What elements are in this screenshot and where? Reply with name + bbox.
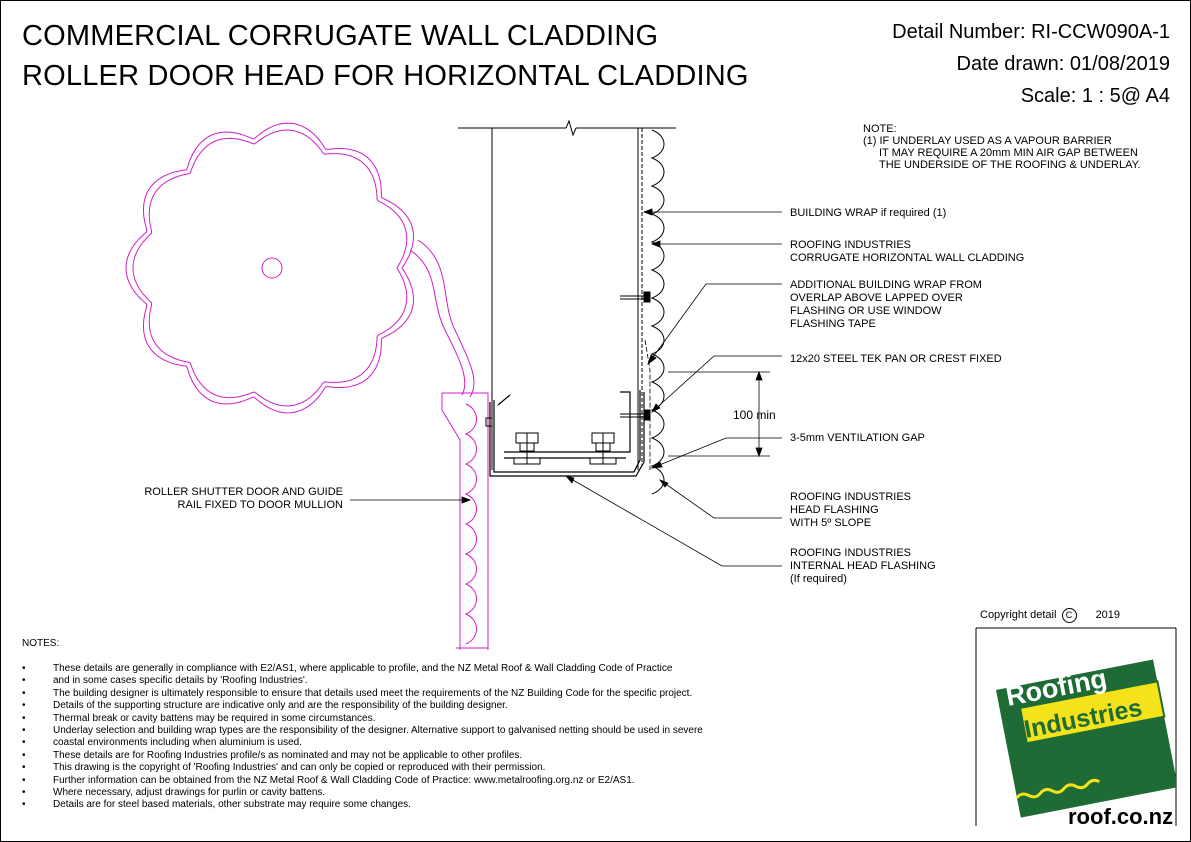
detail-number: Detail Number: RI-CCW090A-1 <box>892 21 1170 43</box>
note-heading: NOTE: <box>863 123 897 135</box>
logo-url: roof.co.nz <box>1068 804 1173 826</box>
label-add-wrap-4: FLASHING TAPE <box>790 318 876 330</box>
note-item: Details of the supporting structure are … <box>22 700 822 713</box>
bolt-left <box>513 432 541 465</box>
tek-screw-upper <box>620 291 651 303</box>
label-add-wrap-2: OVERLAP ABOVE LAPPED OVER <box>790 292 963 304</box>
note-line-1: (1) IF UNDERLAY USED AS A VAPOUR BARRIER <box>863 135 1112 147</box>
copyright-text: Copyright detail <box>980 609 1057 621</box>
date-drawn: Date drawn: 01/08/2019 <box>956 53 1171 75</box>
label-roller-door-2: RAIL FIXED TO DOOR MULLION <box>177 499 343 511</box>
copyright-symbol: C <box>1061 608 1077 623</box>
guide-rail <box>441 392 489 650</box>
label-cladding-2: CORRUGATE HORIZONTAL WALL CLADDING <box>790 252 1025 264</box>
note-item: These details are for Roofing Industries… <box>22 750 822 763</box>
note-line-3: THE UNDERSIDE OF THE ROOFING & UNDERLAY. <box>879 159 1141 171</box>
logo-wave <box>1015 778 1101 799</box>
label-internal-flashing-3: (If required) <box>790 573 847 585</box>
label-roller-door-1: ROLLER SHUTTER DOOR AND GUIDE <box>144 486 343 498</box>
note-item: Where necessary, adjust drawings for pur… <box>22 787 822 800</box>
label-cladding-1: ROOFING INDUSTRIES <box>790 239 912 251</box>
note-item: Thermal break or cavity battens may be r… <box>22 713 822 726</box>
title-line-2: ROLLER DOOR HEAD FOR HORIZONTAL CLADDING <box>22 60 749 92</box>
dimension-100 <box>668 370 770 458</box>
rail-fixing <box>485 417 493 427</box>
label-add-wrap-3: FLASHING OR USE WINDOW <box>790 305 942 317</box>
label-tek-screw: 12x20 STEEL TEK PAN OR CREST FIXED <box>790 353 1002 365</box>
note-item: Further information can be obtained from… <box>22 775 822 788</box>
building-wrap <box>644 339 651 470</box>
label-vent-gap: 3-5mm VENTILATION GAP <box>790 432 925 444</box>
notes-heading: NOTES: <box>22 638 60 649</box>
roller-door-drum <box>125 122 475 414</box>
copyright-line: Copyright detail C 2019 <box>980 608 1120 623</box>
note-item: The building designer is ultimately resp… <box>22 688 822 701</box>
notes-list: These details are generally in complianc… <box>22 663 822 812</box>
title-line-1: COMMERCIAL CORRUGATE WALL CLADDING <box>22 20 659 52</box>
note-item: Underlay selection and building wrap typ… <box>22 725 822 738</box>
label-head-flashing-1: ROOFING INDUSTRIES <box>790 491 912 503</box>
note-item: and in some cases specific details by 'R… <box>22 675 822 688</box>
note-line-2: IT MAY REQUIRE A 20mm MIN AIR GAP BETWEE… <box>879 147 1138 159</box>
note-item: This drawing is the copyright of 'Roofin… <box>22 762 822 775</box>
label-head-flashing-3: WITH 5º SLOPE <box>790 517 872 529</box>
scale: Scale: 1 : 5@ A4 <box>1020 85 1170 107</box>
tek-screw-lower <box>620 409 651 421</box>
note-item: coastal environments including when alum… <box>22 737 822 750</box>
label-building-wrap: BUILDING WRAP if required (1) <box>790 207 947 219</box>
note-item: These details are generally in complianc… <box>22 663 822 676</box>
label-internal-flashing-1: ROOFING INDUSTRIES <box>790 547 912 559</box>
label-add-wrap-1: ADDITIONAL BUILDING WRAP FROM <box>790 279 982 291</box>
bolt-right <box>589 432 617 465</box>
note-item: Details are for steel based materials, o… <box>22 799 822 812</box>
roofing-industries-logo: Roofing Industries roof.co.nz <box>996 659 1178 829</box>
logo-box: Roofing Industries roof.co.nz <box>976 628 1178 829</box>
label-dimension-100: 100 min <box>733 408 776 422</box>
copyright-year: 2019 <box>1095 609 1121 621</box>
head-flashing <box>489 390 645 477</box>
leader-lines <box>350 208 782 567</box>
logo-yellow-band <box>1018 680 1166 745</box>
label-internal-flashing-2: INTERNAL HEAD FLASHING <box>790 560 936 572</box>
label-head-flashing-2: HEAD FLASHING <box>790 504 879 516</box>
corrugate-cladding <box>650 129 665 495</box>
